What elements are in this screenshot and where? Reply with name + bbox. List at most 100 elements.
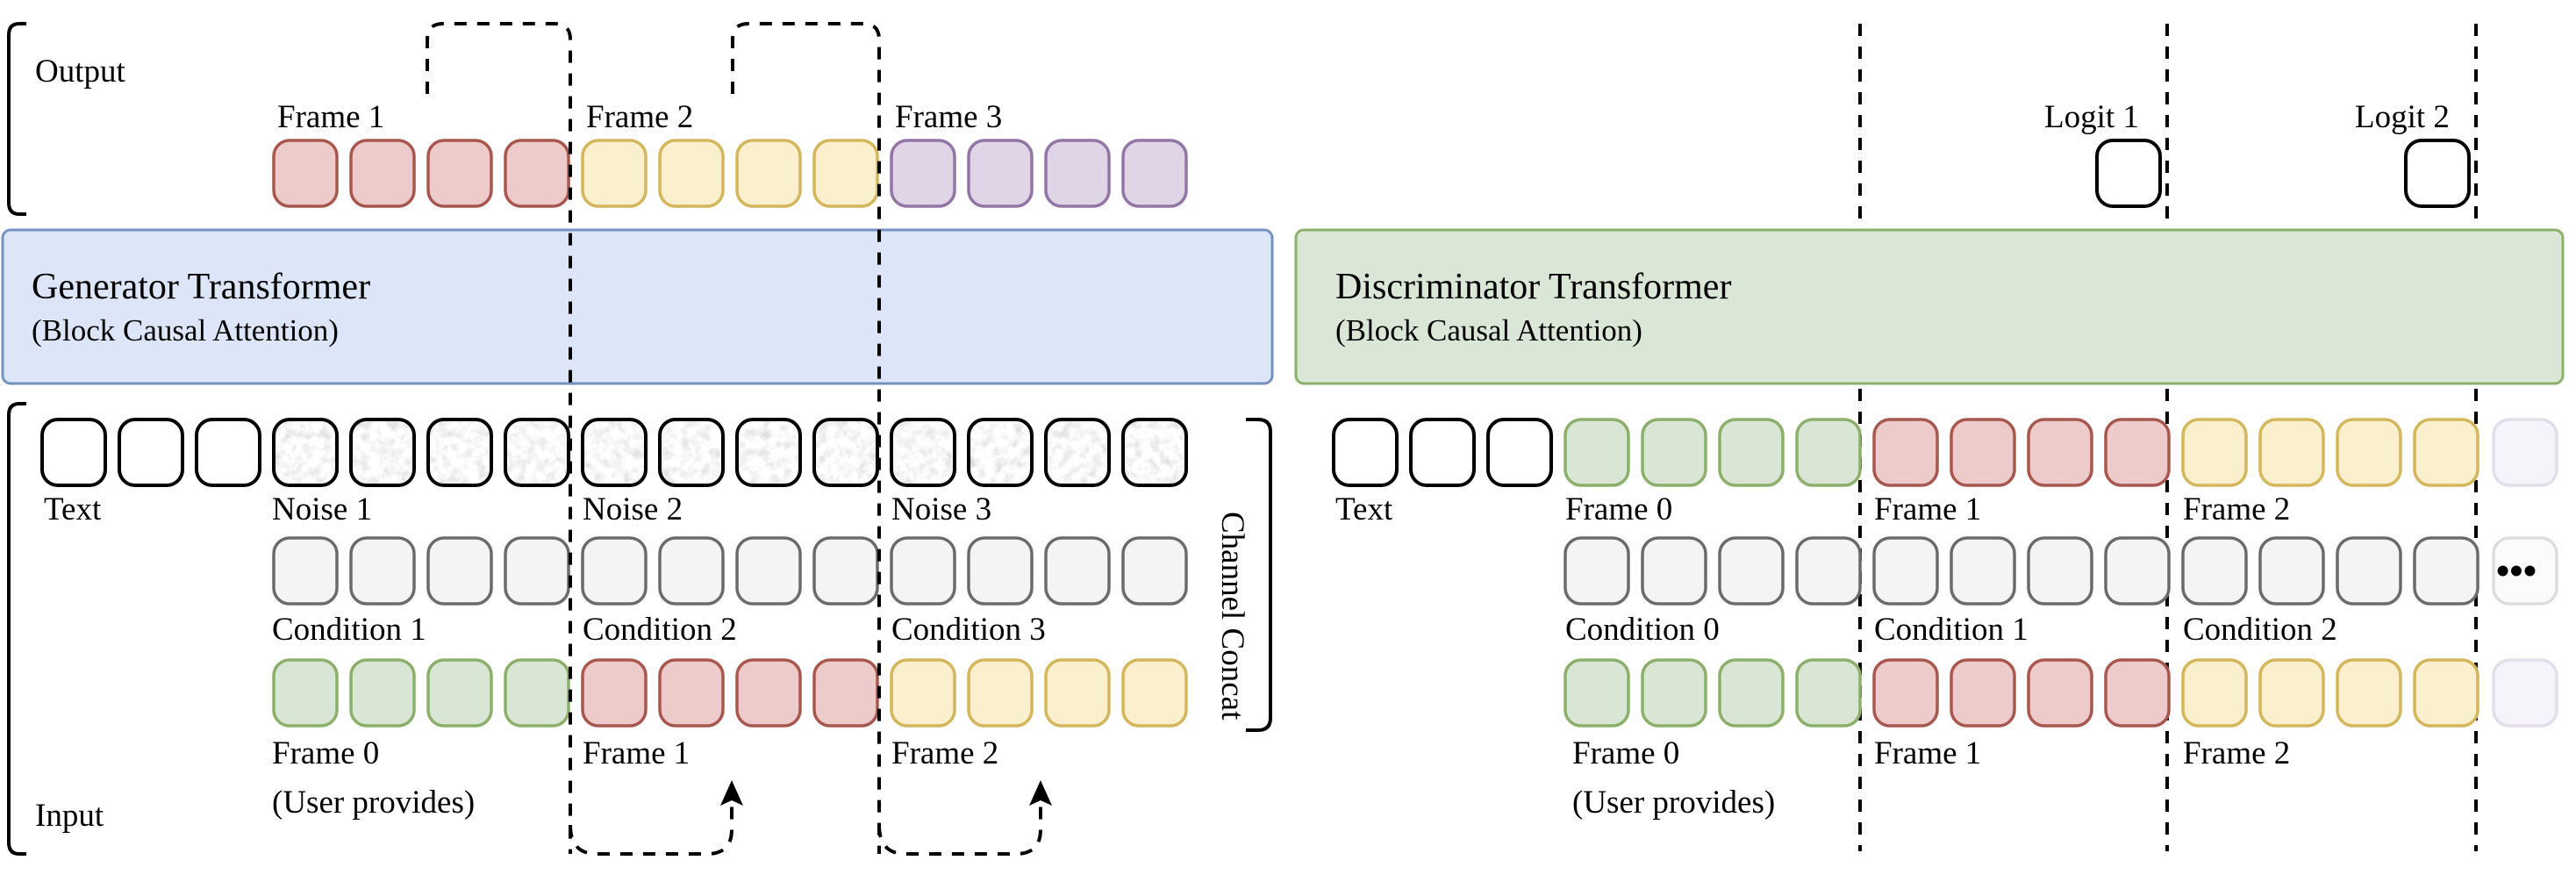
frame-token	[1563, 418, 1630, 487]
frame-token	[1641, 418, 1707, 487]
noise-token	[349, 418, 416, 487]
noise-token	[581, 418, 648, 487]
condition-token	[1641, 536, 1707, 606]
condition-token	[1718, 536, 1785, 606]
frame-token	[2181, 418, 2248, 487]
frame-token	[1718, 658, 1785, 728]
condition-token	[504, 536, 570, 606]
output-token	[504, 139, 570, 208]
logit-token	[2404, 139, 2471, 208]
output-frame-label: Frame 2	[586, 99, 693, 135]
frame-label: Frame 0	[272, 735, 379, 771]
generator-transformer-box	[1, 228, 1274, 385]
frame-label: Frame 1	[1874, 491, 1981, 527]
continuation-token	[2492, 418, 2558, 487]
noise-texture	[1046, 419, 1109, 485]
condition-token	[1872, 536, 1939, 606]
text-token	[118, 418, 184, 487]
output-token	[426, 139, 493, 208]
output-frame-label: Frame 1	[277, 99, 384, 135]
frame-token	[890, 658, 956, 728]
frame-token	[2336, 418, 2402, 487]
text-label: Text	[1335, 491, 1393, 527]
noise-token-group	[426, 418, 493, 487]
output-token	[735, 139, 802, 208]
discriminator-logit-tokens	[2095, 139, 2471, 208]
condition-token	[1563, 536, 1630, 606]
frame-token	[1872, 418, 1939, 487]
feedback-loop-bottom-1	[569, 797, 733, 856]
logit-token	[2095, 139, 2162, 208]
frame-label: Frame 2	[2183, 735, 2290, 771]
output-token	[1044, 139, 1111, 208]
condition-token	[658, 536, 725, 606]
output-token	[812, 139, 879, 208]
feedback-loop-top-1	[426, 22, 572, 854]
frame-label: Frame 2	[2183, 491, 2290, 527]
output-token	[658, 139, 725, 208]
frame-token	[2027, 418, 2093, 487]
feedback-loop-bottom-2	[877, 797, 1042, 856]
feedback-loop-top-2	[731, 22, 881, 854]
frame-token	[2413, 658, 2479, 728]
frame-label: Frame 2	[891, 735, 998, 771]
frame-token	[504, 658, 570, 728]
condition-token	[272, 536, 339, 606]
frame-label: Frame 0	[1572, 735, 1679, 771]
generator-input-tokens	[40, 418, 1188, 728]
condition-label: Condition 0	[1565, 612, 1720, 648]
text-token	[1332, 418, 1399, 487]
condition-label: Condition 2	[2183, 612, 2337, 648]
frame-token	[426, 658, 493, 728]
frame-token	[1795, 658, 1862, 728]
noise-token	[967, 418, 1034, 487]
frame-token	[272, 658, 339, 728]
frame-token	[581, 658, 648, 728]
discriminator-transformer-box	[1294, 228, 2565, 385]
channel-concat-bracket	[1246, 418, 1272, 732]
condition-token	[2413, 536, 2479, 606]
frame-token	[2104, 658, 2171, 728]
noise-texture	[274, 419, 337, 485]
condition-token	[2258, 536, 2325, 606]
ellipsis-icon: •••	[2496, 549, 2537, 592]
frame-token	[2258, 418, 2325, 487]
noise-token-group	[581, 418, 648, 487]
generator-title: Generator Transformer	[32, 267, 370, 307]
output-token	[272, 139, 339, 208]
frame-token	[349, 658, 416, 728]
text-label: Text	[44, 491, 102, 527]
noise-texture	[583, 419, 646, 485]
continuation-token	[2492, 536, 2558, 606]
condition-token	[735, 536, 802, 606]
output-token	[1121, 139, 1188, 208]
frame-token	[2104, 418, 2171, 487]
frame-token	[1044, 658, 1111, 728]
condition-label: Condition 2	[583, 612, 737, 648]
frame-token	[1121, 658, 1188, 728]
condition-token	[1795, 536, 1862, 606]
frame-token	[967, 658, 1034, 728]
output-frame-label: Frame 3	[895, 99, 1002, 135]
noise-token	[272, 418, 339, 487]
frame-token	[1950, 418, 2016, 487]
output-token	[581, 139, 648, 208]
noise-token-group	[812, 418, 879, 487]
discriminator-subtitle: (Block Causal Attention)	[1335, 313, 1642, 348]
condition-token	[2336, 536, 2402, 606]
frame-sublabel: (User provides)	[272, 785, 475, 821]
frame-label: Frame 1	[583, 735, 690, 771]
frame-token	[735, 658, 802, 728]
discriminator-section: Logit 1 Logit 2 Discriminator Transforme…	[1294, 24, 2565, 851]
frame-token	[658, 658, 725, 728]
frame-token	[2181, 658, 2248, 728]
condition-token	[967, 536, 1034, 606]
noise-token	[735, 418, 802, 487]
frame-token	[2027, 658, 2093, 728]
frame-sublabel: (User provides)	[1572, 785, 1775, 821]
noise-texture	[505, 419, 569, 485]
condition-token	[426, 536, 493, 606]
noise-texture	[969, 419, 1032, 485]
channel-concat-label: Channel Concat	[1214, 512, 1250, 721]
frame-label: Frame 0	[1565, 491, 1672, 527]
